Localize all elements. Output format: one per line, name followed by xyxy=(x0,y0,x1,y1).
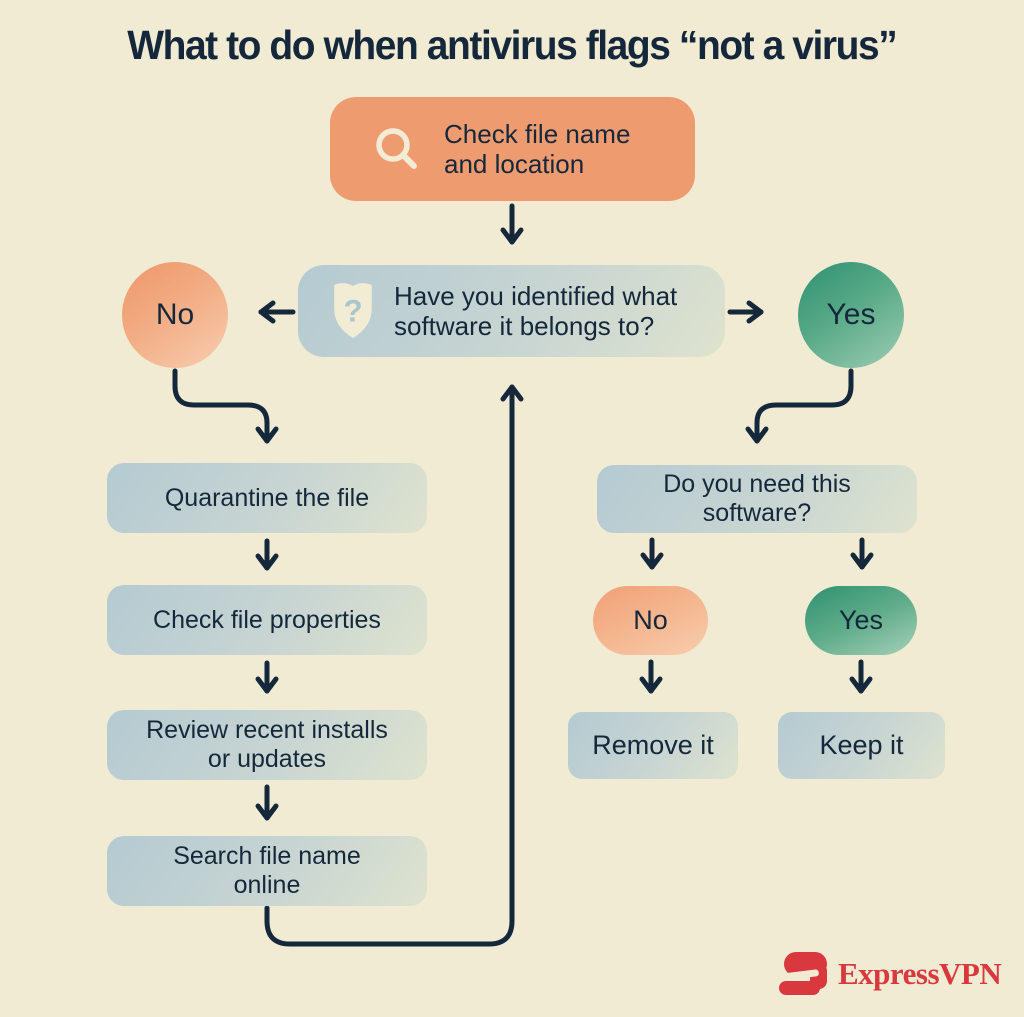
label-line: Quarantine the file xyxy=(164,483,370,512)
node-label: Have you identified what software it bel… xyxy=(394,281,677,341)
svg-text:?: ? xyxy=(343,293,362,328)
branch-yes-label: Yes xyxy=(826,297,876,331)
node-check-file-name: Check file name and location xyxy=(330,97,695,201)
label-line: software? xyxy=(702,499,812,527)
pill-no-label: No xyxy=(633,604,668,635)
outcome-remove-it: Remove it xyxy=(568,712,738,779)
label-line: Do you need this xyxy=(663,470,851,498)
brand-name: ExpressVPN xyxy=(838,956,1002,991)
label-line: Have you identified what xyxy=(394,280,678,311)
label-line: or updates xyxy=(207,745,327,773)
search-icon xyxy=(376,128,417,169)
node-label: Review recent installs or updates xyxy=(146,716,388,774)
outcome-keep-label: Keep it xyxy=(819,729,904,760)
step-check-file-properties: Check file properties xyxy=(107,585,427,655)
label-line: software it belongs to? xyxy=(394,311,655,341)
step-quarantine-file: Quarantine the file xyxy=(107,463,427,533)
arrow-search-loop-to-question xyxy=(264,384,524,947)
pill-yes-label: Yes xyxy=(838,604,884,635)
arrow-no-to-quarantine xyxy=(172,368,279,444)
node-label: Do you need this software? xyxy=(663,470,851,528)
label-line: online xyxy=(233,871,301,899)
label-line: Check file properties xyxy=(153,605,381,634)
label-line: Check file name xyxy=(444,118,631,149)
arrow-yes-to-need xyxy=(745,368,854,444)
branch-no-circle: No xyxy=(122,262,228,368)
shield-question-icon: ? xyxy=(334,283,372,339)
label-line: Search file name xyxy=(173,842,361,870)
pill-no: No xyxy=(593,586,708,655)
step-search-file-name-online: Search file name online xyxy=(107,836,427,906)
label-line: and location xyxy=(444,149,585,179)
branch-no-label: No xyxy=(155,297,195,331)
node-label: Check file name and location xyxy=(444,119,630,179)
node-question-need-software: Do you need this software? xyxy=(597,465,917,533)
outcome-remove-label: Remove it xyxy=(592,729,714,760)
brand-logo: ExpressVPN xyxy=(772,951,1002,997)
branch-yes-circle: Yes xyxy=(798,262,904,368)
pill-yes: Yes xyxy=(805,586,917,655)
node-label: Quarantine the file xyxy=(165,484,369,513)
page-title-text: What to do when antivirus flags “not a v… xyxy=(127,22,897,68)
node-label: Search file name online xyxy=(173,842,361,900)
node-label: Check file properties xyxy=(153,606,381,635)
step-review-recent-installs: Review recent installs or updates xyxy=(107,710,427,780)
outcome-keep-it: Keep it xyxy=(778,712,945,779)
page-title: What to do when antivirus flags “not a v… xyxy=(0,22,1024,69)
expressvpn-icon xyxy=(772,952,827,995)
label-line: Review recent installs xyxy=(146,716,388,744)
node-question-identified: ? Have you identified what software it b… xyxy=(298,265,725,357)
